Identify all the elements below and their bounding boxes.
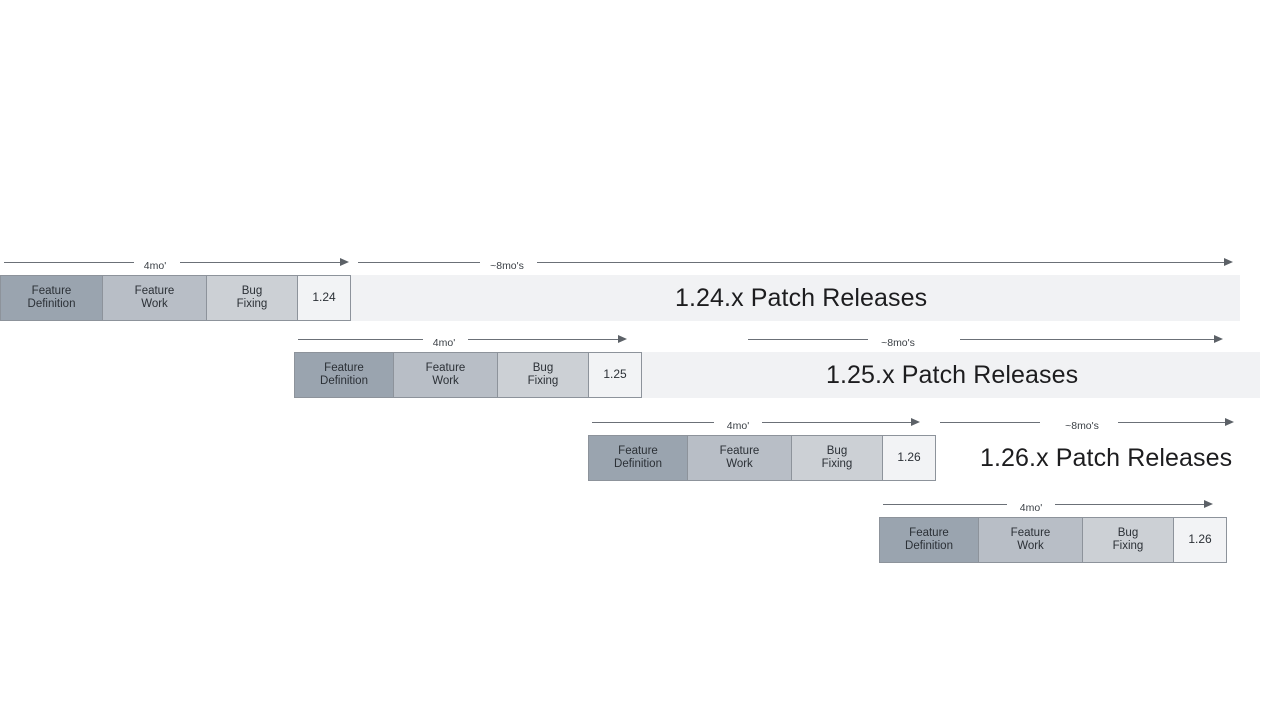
phase-label-line2: Definition bbox=[27, 298, 76, 310]
phase-label-line2: Definition bbox=[320, 375, 368, 387]
measure-label-dev-125: 4mo' bbox=[432, 337, 456, 349]
measure-patch-126: ~8mo's bbox=[940, 412, 1236, 434]
measure-line-right bbox=[762, 422, 914, 423]
release-row-124: 1.24.x Patch Releases Feature Definition… bbox=[0, 275, 1280, 321]
measure-label-dev-126: 4mo' bbox=[726, 420, 750, 432]
phase-label-line1: Bug bbox=[826, 444, 848, 457]
phase-label-line1: Feature bbox=[1010, 526, 1051, 539]
measure-line-right bbox=[1055, 504, 1207, 505]
phase-label-line2: Definition bbox=[614, 458, 662, 470]
phase-feature-work-124[interactable]: Feature Work bbox=[102, 275, 207, 321]
version-box-125[interactable]: 1.25 bbox=[588, 352, 642, 398]
measure-line-left bbox=[748, 339, 868, 340]
phase-label-line2: Work bbox=[432, 375, 459, 387]
measure-line-right bbox=[537, 262, 1227, 263]
phase-label-line1: Feature bbox=[618, 444, 658, 457]
measure-patch-125: ~8mo's bbox=[748, 329, 1236, 351]
phase-bug-fixing-125[interactable]: Bug Fixing bbox=[497, 352, 589, 398]
phase-label-line1: Feature bbox=[909, 526, 949, 539]
phase-label-line2: Work bbox=[726, 458, 753, 470]
measure-line-right bbox=[180, 262, 343, 263]
phase-label-line2: Fixing bbox=[527, 375, 559, 387]
arrowhead-icon bbox=[618, 335, 627, 343]
measure-line-right bbox=[1118, 422, 1228, 423]
patch-release-label-126: 1.26.x Patch Releases bbox=[980, 443, 1233, 472]
phase-feature-work-126-next[interactable]: Feature Work bbox=[978, 517, 1083, 563]
phase-feature-definition-126-next[interactable]: Feature Definition bbox=[879, 517, 979, 563]
measure-line-left bbox=[358, 262, 480, 263]
measure-dev-126: 4mo' bbox=[592, 412, 930, 434]
version-box-126[interactable]: 1.26 bbox=[882, 435, 936, 481]
phase-feature-definition-125[interactable]: Feature Definition bbox=[294, 352, 394, 398]
phase-bug-fixing-126[interactable]: Bug Fixing bbox=[791, 435, 883, 481]
phase-group-126-next: Feature Definition Feature Work Bug Fixi… bbox=[879, 517, 1227, 563]
phase-bug-fixing-124[interactable]: Bug Fixing bbox=[206, 275, 298, 321]
arrowhead-icon bbox=[1214, 335, 1223, 343]
phase-bug-fixing-126-next[interactable]: Bug Fixing bbox=[1082, 517, 1174, 563]
measure-line-left bbox=[592, 422, 714, 423]
phase-label-line1: Bug bbox=[241, 284, 263, 297]
measure-dev-124: 4mo' bbox=[4, 252, 352, 274]
arrowhead-icon bbox=[1225, 418, 1234, 426]
phase-label-line1: Feature bbox=[324, 361, 364, 374]
phase-label-line2: Definition bbox=[905, 540, 953, 552]
measure-label-patch-126: ~8mo's bbox=[1065, 420, 1099, 432]
phase-label-line1: Feature bbox=[425, 361, 466, 374]
patch-release-label-125: 1.25.x Patch Releases bbox=[826, 360, 1079, 389]
phase-label-line2: Fixing bbox=[821, 458, 853, 470]
measure-dev-126-next: 4mo' bbox=[883, 494, 1221, 516]
phase-feature-definition-126[interactable]: Feature Definition bbox=[588, 435, 688, 481]
release-row-125: 1.25.x Patch Releases Feature Definition… bbox=[0, 352, 1280, 398]
phase-feature-work-125[interactable]: Feature Work bbox=[393, 352, 498, 398]
measure-line-left bbox=[940, 422, 1040, 423]
version-box-124[interactable]: 1.24 bbox=[297, 275, 351, 321]
phase-label-line1: Bug bbox=[1117, 526, 1139, 539]
phase-group-124: Feature Definition Feature Work Bug Fixi… bbox=[0, 275, 351, 321]
measure-patch-124: ~8mo's bbox=[358, 252, 1236, 274]
release-row-126-next: Feature Definition Feature Work Bug Fixi… bbox=[0, 517, 1280, 563]
phase-label-line2: Work bbox=[141, 298, 168, 310]
measure-line-left bbox=[4, 262, 134, 263]
phase-label-line1: Feature bbox=[31, 284, 72, 297]
phase-label-line1: Feature bbox=[719, 444, 760, 457]
version-box-126-next[interactable]: 1.26 bbox=[1173, 517, 1227, 563]
phase-label-line2: Fixing bbox=[236, 298, 268, 310]
arrowhead-icon bbox=[340, 258, 349, 266]
measure-line-left bbox=[883, 504, 1007, 505]
phase-label-line1: Feature bbox=[134, 284, 175, 297]
measure-label-dev-124: 4mo' bbox=[143, 260, 167, 272]
patch-release-label-124: 1.24.x Patch Releases bbox=[675, 283, 928, 312]
phase-label-line2: Work bbox=[1017, 540, 1044, 552]
phase-feature-work-126[interactable]: Feature Work bbox=[687, 435, 792, 481]
measure-label-patch-124: ~8mo's bbox=[490, 260, 524, 272]
measure-line-right bbox=[468, 339, 621, 340]
phase-group-125: Feature Definition Feature Work Bug Fixi… bbox=[294, 352, 642, 398]
measure-label-dev-126-next: 4mo' bbox=[1019, 502, 1043, 514]
arrowhead-icon bbox=[1224, 258, 1233, 266]
measure-label-patch-125: ~8mo's bbox=[881, 337, 915, 349]
measure-dev-125: 4mo' bbox=[298, 329, 634, 351]
arrowhead-icon bbox=[1204, 500, 1213, 508]
release-row-126: 1.26.x Patch Releases Feature Definition… bbox=[0, 435, 1280, 481]
arrowhead-icon bbox=[911, 418, 920, 426]
phase-group-126: Feature Definition Feature Work Bug Fixi… bbox=[588, 435, 936, 481]
measure-line-right bbox=[960, 339, 1217, 340]
phase-label-line1: Bug bbox=[532, 361, 554, 374]
phase-feature-definition-124[interactable]: Feature Definition bbox=[0, 275, 103, 321]
phase-label-line2: Fixing bbox=[1112, 540, 1144, 552]
measure-line-left bbox=[298, 339, 423, 340]
